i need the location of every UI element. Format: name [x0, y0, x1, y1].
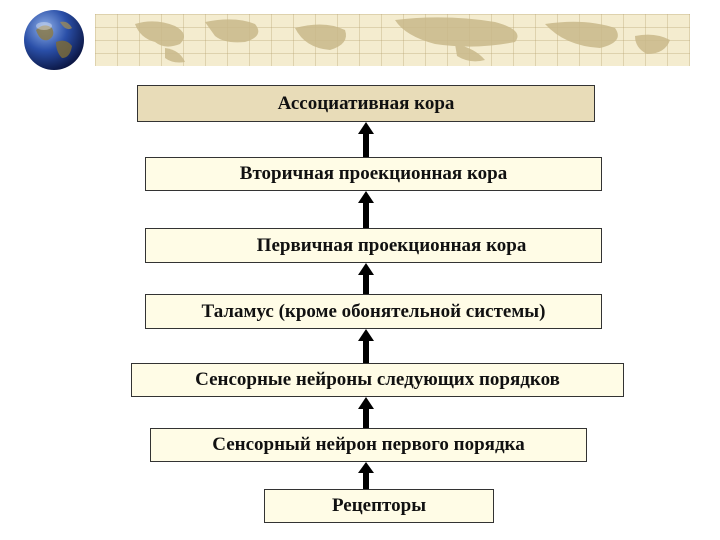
level-primary-projection-cortex: Первичная проекционная кора — [145, 228, 602, 263]
globe-icon — [22, 8, 86, 72]
level-label: Рецепторы — [331, 495, 427, 516]
level-label: Ассоциативная кора — [277, 92, 455, 114]
level-thalamus: Таламус (кроме обонятельной системы) — [145, 294, 602, 329]
world-map-banner — [95, 14, 690, 66]
level-label: Таламус (кроме обонятельной системы) — [201, 300, 546, 322]
level-label: Сенсорные нейроны следующих порядков — [195, 369, 560, 390]
arrow-thalamus-to-primary — [358, 263, 374, 294]
level-first-order-sensory-neuron: Сенсорный нейрон первого порядка — [150, 428, 587, 462]
arrow-first-to-higher-order — [358, 397, 374, 428]
arrow-receptors-to-first-order — [358, 462, 374, 489]
level-receptors: Рецепторы — [264, 489, 494, 523]
arrow-secondary-to-associative — [358, 122, 374, 157]
level-higher-order-sensory-neurons: Сенсорные нейроны следующих порядков — [131, 363, 624, 397]
arrow-primary-to-secondary — [358, 191, 374, 228]
level-label: Первичная проекционная кора — [256, 234, 527, 256]
arrow-higher-order-to-thalamus — [358, 329, 374, 363]
level-label: Сенсорный нейрон первого порядка — [212, 434, 525, 455]
level-associative-cortex: Ассоциативная кора — [137, 85, 595, 122]
level-secondary-projection-cortex: Вторичная проекционная кора — [145, 157, 602, 191]
level-label: Вторичная проекционная кора — [239, 163, 508, 184]
